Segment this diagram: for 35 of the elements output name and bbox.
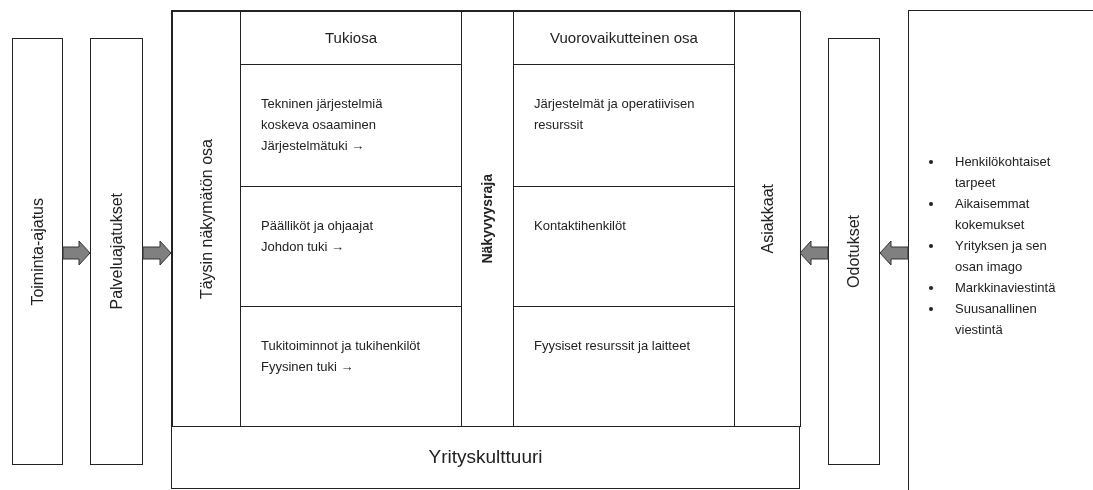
cell-text: Tukitoiminnot ja tukihenkilöt	[261, 337, 422, 355]
vertical-label-box	[172, 11, 241, 427]
culture-frame	[171, 10, 800, 489]
cell-text: Fyysiset resurssit ja laitteet	[534, 337, 692, 355]
header-label: Tukiosa	[325, 27, 377, 48]
list-item-text: Suusanallinen viestintä	[955, 300, 1038, 339]
vertical-label-box	[828, 38, 880, 465]
block-arrow	[142, 240, 172, 266]
band-label: Yrityskulttuuri	[428, 445, 543, 470]
list-item-text: Yrityksen ja sen osan imago	[955, 237, 1048, 276]
rotated-label: Täysin näkymätön osa	[196, 138, 216, 300]
rotated-label: Asiakkaat	[757, 184, 777, 254]
list-item-text: Henkilökohtaiset tarpeet	[955, 153, 1052, 192]
vertical-label-box	[12, 38, 63, 465]
vertical-label-box	[734, 11, 801, 427]
block-arrow	[879, 240, 909, 266]
bullet-list-panel	[908, 10, 1093, 490]
list-item-text: Markkinaviestintä	[955, 279, 1056, 297]
rotated-label: Odotukset	[844, 215, 863, 288]
boundary-column	[461, 11, 514, 427]
cell-text: Järjestelmät ja operatiivisen resurssit	[534, 95, 696, 134]
cell-text: Järjestelmätuki →	[261, 137, 366, 155]
block-arrow	[799, 240, 829, 266]
cell-text: Fyysinen tuki →	[261, 358, 355, 376]
list-item-text: Aikaisemmat kokemukset	[955, 195, 1031, 234]
cell-text: Johdon tuki →	[261, 238, 346, 256]
cell-text: Tekninen järjestelmiä koskeva osaaminen	[261, 95, 384, 134]
block-arrow	[62, 240, 91, 266]
rotated-label: Toiminta-ajatus	[27, 197, 47, 306]
cell-text: Kontaktihenkilöt	[534, 217, 627, 235]
cell-text: Päälliköt ja ohjaajat	[261, 217, 375, 235]
rotated-label: Näkyvyysraja	[478, 174, 496, 264]
rotated-label: Palveluajatukset	[106, 193, 126, 310]
header-label: Vuorovaikutteinen osa	[550, 27, 698, 48]
vertical-label-box	[90, 38, 143, 465]
